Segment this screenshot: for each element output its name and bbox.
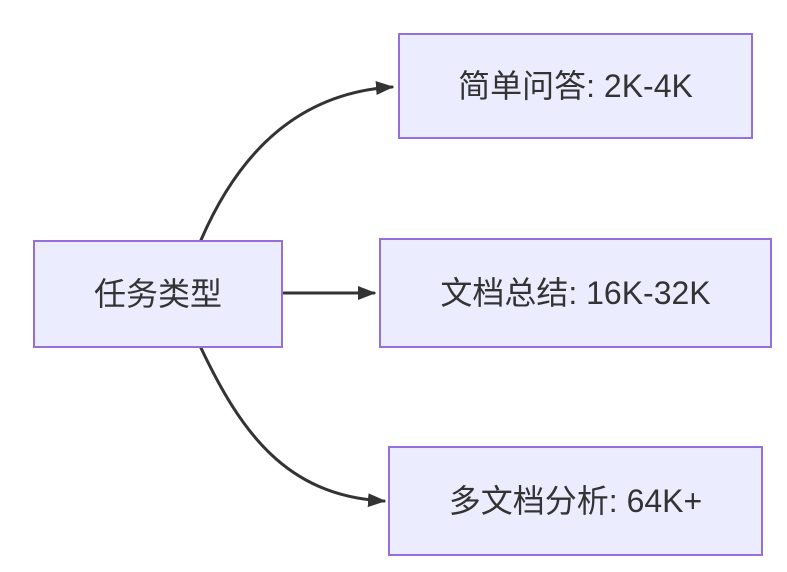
node-task-type-label: 任务类型 [93, 275, 222, 312]
node-simple-qa-label: 简单问答: 2K-4K [458, 67, 693, 104]
node-multi-doc-label: 多文档分析: 64K+ [448, 482, 703, 519]
node-multi-doc: 多文档分析: 64K+ [388, 446, 763, 556]
node-task-type: 任务类型 [33, 240, 283, 348]
node-doc-summary: 文档总结: 16K-32K [379, 238, 772, 348]
edge-task-type-to-multi-doc [199, 346, 386, 508]
node-doc-summary-label: 文档总结: 16K-32K [440, 274, 711, 311]
node-simple-qa: 简单问答: 2K-4K [398, 33, 753, 139]
edge-task-type-to-simple-qa [199, 81, 394, 242]
